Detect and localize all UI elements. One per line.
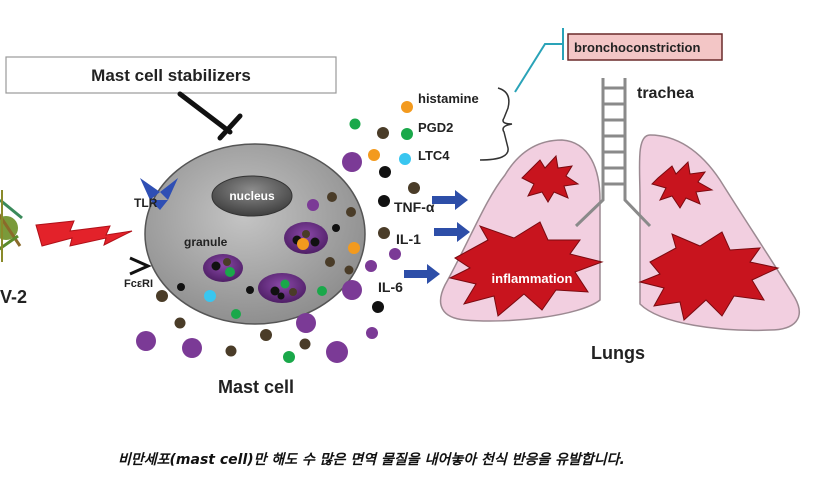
mediator-brace [479,87,513,161]
trachea-label: trachea [637,85,694,102]
arrow-icon [432,190,468,210]
granule [203,254,243,282]
inflammation-burst [448,221,604,317]
caption: 비만세포(mast cell)만 해도 수 많은 면역 물질을 내어놓아 천식 … [118,452,625,468]
inflammation-label: inflammation [492,271,573,286]
pgd2-label: PGD2 [418,120,453,135]
mast-cell-label: Mast cell [218,377,294,397]
granule [284,222,328,254]
mast-cell-body [144,143,366,325]
released-mediator-dots [136,101,420,363]
nucleus [211,175,293,217]
granule-label: granule [184,235,228,249]
nucleus-label: nucleus [229,189,275,203]
trachea [574,78,652,228]
tnf-label: TNF-α [394,199,435,215]
virus-icon [0,190,23,262]
red-zigzag-arrow [35,220,133,247]
arrow-icon [404,264,440,284]
teal-connector [514,43,563,93]
inflammation-burst [638,231,780,321]
stabilizers-box [5,56,337,94]
bronchoconstriction-label: bronchoconstriction [574,40,700,55]
ltc4-label: LTC4 [418,148,450,163]
partial-virus-label: V-2 [0,287,27,307]
stabilizers-label: Mast cell stabilizers [91,66,251,85]
bronchoconstriction-box [567,33,723,61]
histamine-label: histamine [418,91,479,106]
arrow-icon [434,222,470,242]
fceri-receptor-icon [129,256,152,276]
lungs-label: Lungs [591,343,645,363]
inhibition-line [177,91,233,135]
inflammation-burst [651,160,714,209]
il6-label: IL-6 [378,279,403,295]
mediator-dots [204,192,360,319]
inflammation-burst [521,154,580,203]
tlr-label: TLR [134,196,158,210]
granule [258,273,306,303]
fceri-label: FcεRI [124,278,153,290]
il1-label: IL-1 [396,231,421,247]
tlr-receptor-icon [140,178,178,210]
inhibition-bar [217,113,243,141]
